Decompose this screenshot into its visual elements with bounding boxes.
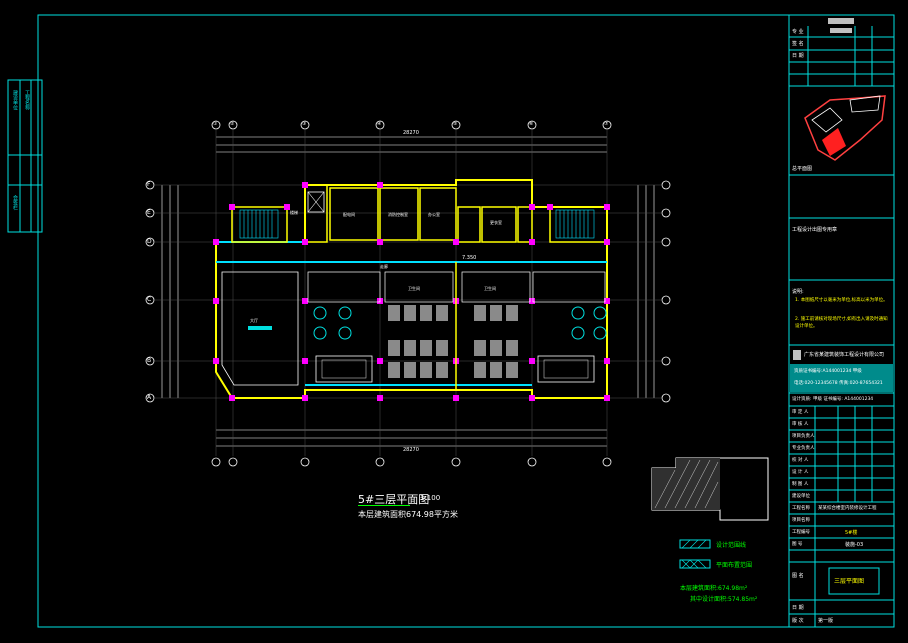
tb-sheet-name: 三层平面图 [834,578,865,585]
tb-sign-row-10: 项目名称 [792,518,810,523]
tb-cert-line-2: 电话:020-12345678 传真:020-87654321 [794,381,883,386]
tb-date-label: 日 期 [792,605,804,611]
tb-sign-row-7: 制 图 人 [792,482,809,487]
tb-sheet-name-label: 图 名 [792,573,804,579]
tb-top-discipline: 专 业 [792,29,804,35]
tb-notes-line-2: 2. 施工前请核对现场尺寸,如有出入请及时通知设计单位。 [795,317,888,329]
left-strip-countersign: 会签栏 [12,195,18,210]
tb-notes-line-1: 1. 本图纸尺寸以毫米为单位,标高以米为单位。 [795,298,888,303]
room-label-wc-right: 卫生间 [484,286,496,291]
tb-sign-row-2: 审 核 人 [792,422,809,427]
tb-sign-row-8: 建设单位 [792,494,810,499]
plan-scale: 1:100 [420,494,441,502]
tb-drawing-no: 装施-03 [845,542,864,548]
drawing-frame [37,14,895,628]
axis-label-D: D [147,238,152,245]
tb-sign-row-5: 校 对 人 [792,458,809,463]
legend-item-design: 设计范围线 [716,542,747,549]
key-plan [651,457,769,521]
tb-project-name: 某某综合楼室内装修设计工程 [818,506,877,511]
left-strip-owner: 建设单位 [12,90,18,110]
tb-top-sign: 签 名 [792,41,804,47]
tb-notes-label: 说明: [792,289,804,295]
tb-version-label: 版 次 [792,618,804,624]
tb-project-label: 工程设计出图专用章 [792,227,838,233]
room-label-hall: 大厅 [250,318,258,323]
tb-top-date: 日 期 [792,53,804,59]
axis-label-B: B [147,357,152,364]
title-block [788,14,895,628]
axis-label-2: ② [230,121,235,127]
plan-title: 5#三层平面图 [358,493,430,506]
floor-plan [145,120,671,467]
axis-label-1: ① [213,121,218,127]
tb-cert-line-1: 资质证书编号:A144001234 甲级 [794,369,862,374]
room-label-office: 办公室 [428,212,440,217]
axis-label-6: ⑥ [529,121,534,127]
axis-label-C: C [147,296,152,303]
plan-title-underline [358,505,410,506]
axis-label-F: F [147,181,151,188]
center-elevation: 7.350 [462,255,477,261]
tb-sign-row-3: 项目负责人 [792,434,815,439]
overall-dim-top: 28270 [403,130,419,136]
site-plan-sketch [804,95,886,161]
tb-company: 广东省某建筑装饰工程设计有限公司 [804,352,885,358]
tb-location-label: 总平面图 [792,166,813,172]
axis-label-4: ④ [377,121,382,127]
plan-area-note: 本层建筑面积674.98平方米 [358,510,458,519]
tb-sign-row-6: 设 计 人 [792,470,809,475]
room-label-wc-left: 卫生间 [408,286,420,291]
room-label-stair-left: 楼梯 [290,210,298,215]
tb-sign-row-1: 审 定 人 [792,410,809,415]
tb-sign-row-12: 图 号 [792,542,803,547]
left-sign-strip [7,79,43,233]
legend-area-design: 其中设计面积:574.85m² [690,596,758,603]
axis-label-7: ⑦ [604,121,609,127]
room-label-power: 配电间 [343,212,355,217]
room-label-control: 消防控制室 [388,212,408,217]
left-strip-project: 工程名称 [24,90,30,110]
tb-sign-row-9: 工程名称 [792,506,810,511]
tb-sign-row-4: 专业负责人 [792,446,815,451]
axis-label-5: ⑤ [453,121,458,127]
tb-building: 5#楼 [845,530,858,536]
legend-item-layout: 平面布置范围 [716,562,753,569]
legend-area-total: 本层建筑面积:674.98m² [680,585,748,592]
tb-cert-footer: 设计资质: 甲级 证书编号: A144001234 [792,397,874,402]
room-label-changing: 更衣室 [490,220,502,225]
overall-dim-bottom: 28270 [403,447,419,453]
legend [679,539,711,569]
axis-label-A: A [147,394,152,401]
room-label-corridor: 走廊 [380,264,388,269]
tb-version-value: 第一版 [818,618,834,624]
axis-label-E: E [147,209,151,216]
tb-sign-row-11: 工程编号 [792,530,810,535]
axis-label-3: ③ [302,121,307,127]
